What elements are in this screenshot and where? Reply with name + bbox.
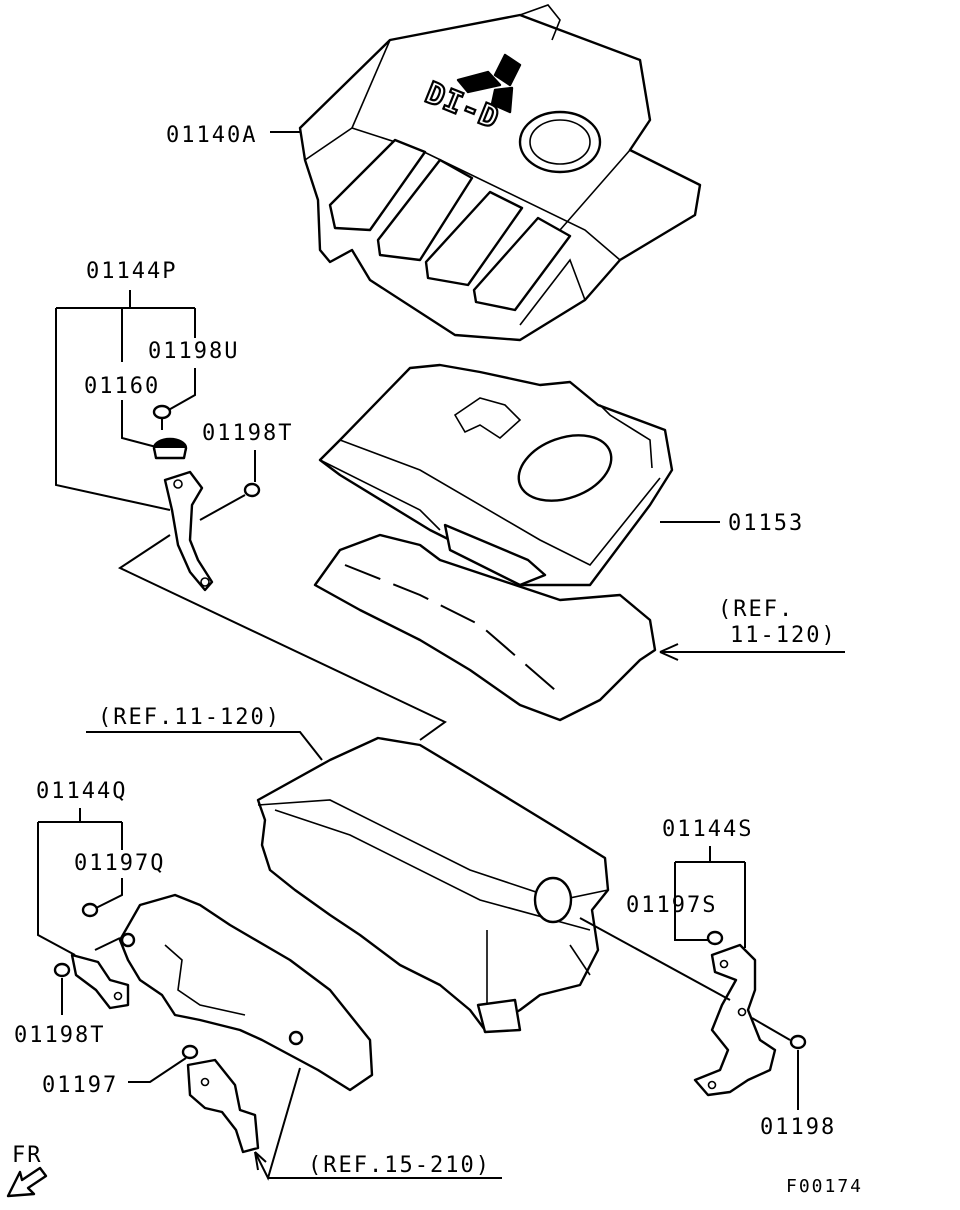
label-ref-right-2: 11-120): [730, 623, 837, 648]
label-ref-bottom: (REF.15-210): [308, 1153, 491, 1178]
cylinder-head-cover-ref: [313, 533, 657, 722]
engine-cover[interactable]: DI-D: [298, 4, 702, 342]
label-bolt-q: 01197Q: [74, 851, 165, 876]
label-ref-center: (REF.11-120): [98, 705, 281, 730]
label-bolt-right: 01198: [760, 1115, 836, 1140]
label-bracket-kit-s: 01144S: [662, 817, 753, 842]
bracket-q-part[interactable]: [70, 953, 130, 1010]
bolt-right-part[interactable]: [789, 1034, 807, 1050]
bolt-t-lower-part[interactable]: [53, 962, 71, 978]
label-bolt-u: 01198U: [148, 339, 239, 364]
bolt-t-upper-part[interactable]: [243, 482, 261, 498]
bolt-u-part[interactable]: [152, 404, 172, 430]
cover-insulator[interactable]: [318, 363, 674, 587]
grommet-part[interactable]: [152, 437, 188, 460]
bolt-lower-part[interactable]: [181, 1044, 199, 1060]
heat-shield-bracket-part[interactable]: [186, 1058, 260, 1154]
label-bolt-t-upper: 01198T: [202, 421, 293, 446]
label-grommet: 01160: [84, 374, 160, 399]
bolt-q-part[interactable]: [81, 902, 99, 918]
bracket-p-part[interactable]: [163, 470, 214, 592]
label-bolt-lower: 01197: [42, 1073, 118, 1098]
label-bracket-kit-p: 01144P: [86, 259, 177, 284]
bracket-s-part[interactable]: [693, 943, 777, 1097]
bolt-s-part[interactable]: [706, 930, 724, 946]
label-cover-insulator: 01153: [728, 511, 804, 536]
intake-manifold-ref: [256, 736, 610, 1034]
front-indicator-label: FR: [12, 1143, 43, 1168]
label-bolt-t-lower: 01198T: [14, 1023, 105, 1048]
front-arrow-icon: [6, 1166, 48, 1198]
exhaust-manifold-ref: [118, 893, 374, 1092]
label-ref-right-1: (REF.: [718, 597, 794, 622]
label-engine-cover: 01140A: [166, 123, 257, 148]
label-bracket-kit-q: 01144Q: [36, 779, 127, 804]
figure-code: F00174: [786, 1176, 863, 1197]
label-bolt-s: 01197S: [626, 893, 717, 918]
